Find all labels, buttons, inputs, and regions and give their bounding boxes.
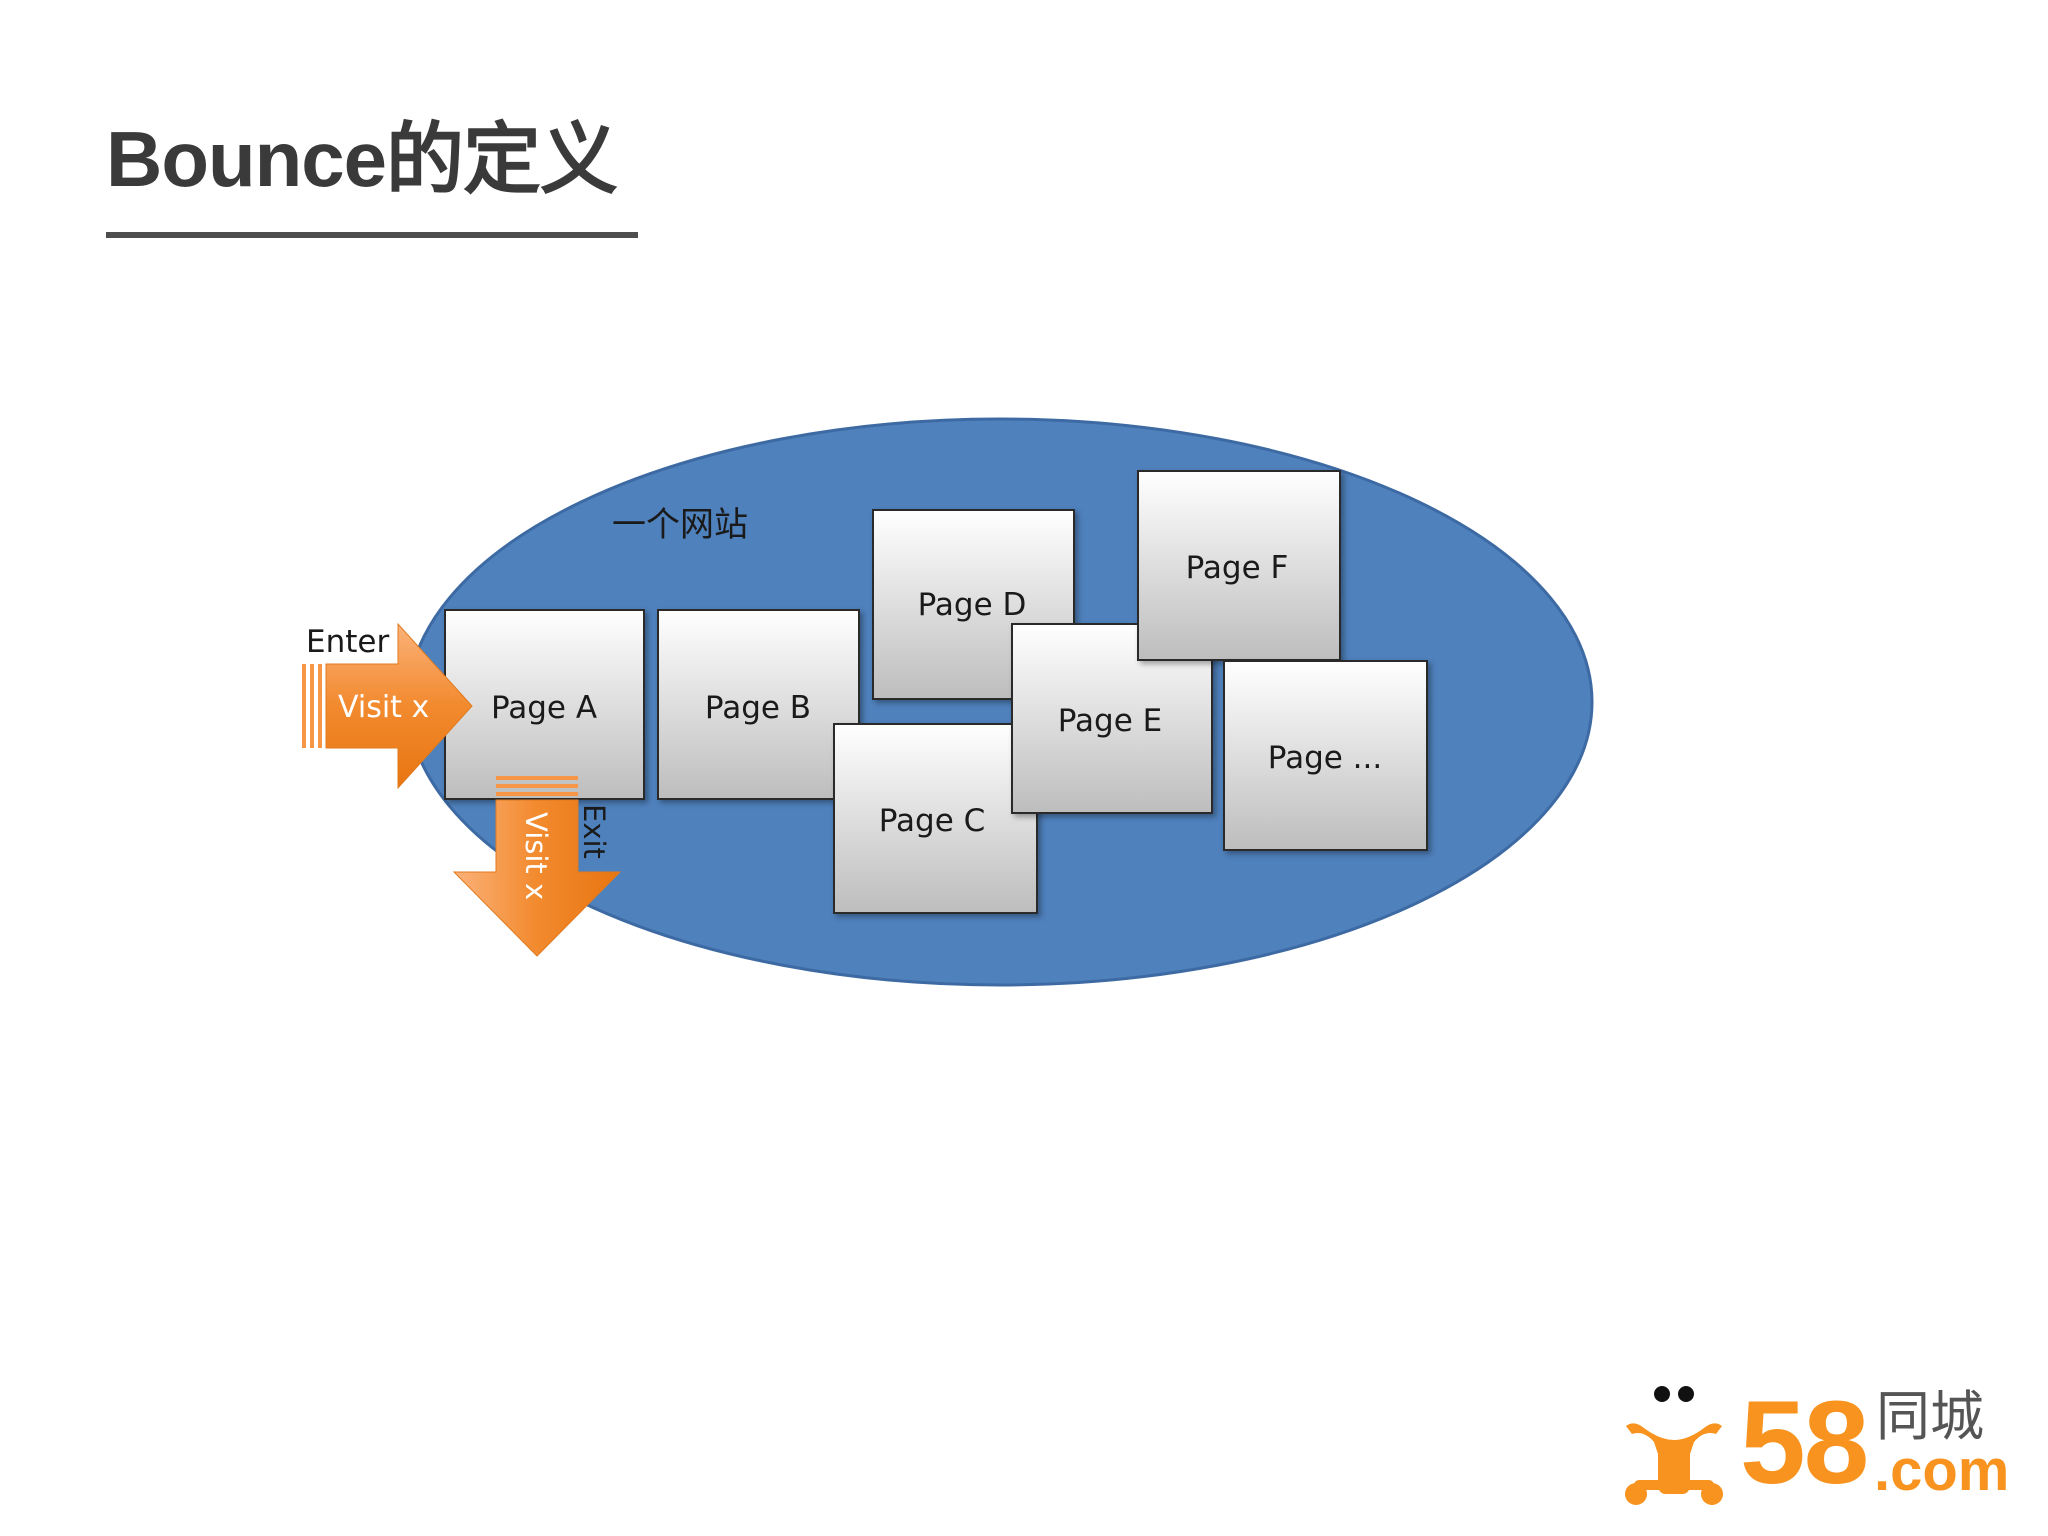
page-more-label: Page ... [1268,740,1382,776]
page-b-label: Page B [705,690,811,726]
page-b [657,609,860,800]
logo-domain: .com [1874,1438,2010,1503]
page-f [1137,470,1341,661]
logo-chinese: 同城 [1876,1385,1984,1448]
page-a [444,609,645,800]
page-c-label: Page C [879,803,986,839]
mascot-icon [1625,1386,1723,1505]
page-e-label: Page E [1058,703,1163,739]
page-a-label: Page A [491,690,597,726]
title-underline [106,232,638,238]
exit-arrow-label: Visit x [519,812,553,900]
website-label: 一个网站 [612,505,748,545]
exit-label: Exit [577,804,611,859]
enter-arrow [302,622,473,790]
slide-title: Bounce的定义 [106,115,618,203]
enter-label: Enter [306,624,389,660]
enter-arrow-label: Visit x [338,690,429,725]
page-more [1223,660,1428,851]
company-logo: 58 同城 .com [1620,1377,2009,1510]
page-d-label: Page D [918,587,1027,623]
page-f-label: Page F [1186,550,1289,586]
exit-arrow [452,776,622,957]
logo-number: 58 [1740,1377,1869,1509]
page-c [833,723,1038,914]
